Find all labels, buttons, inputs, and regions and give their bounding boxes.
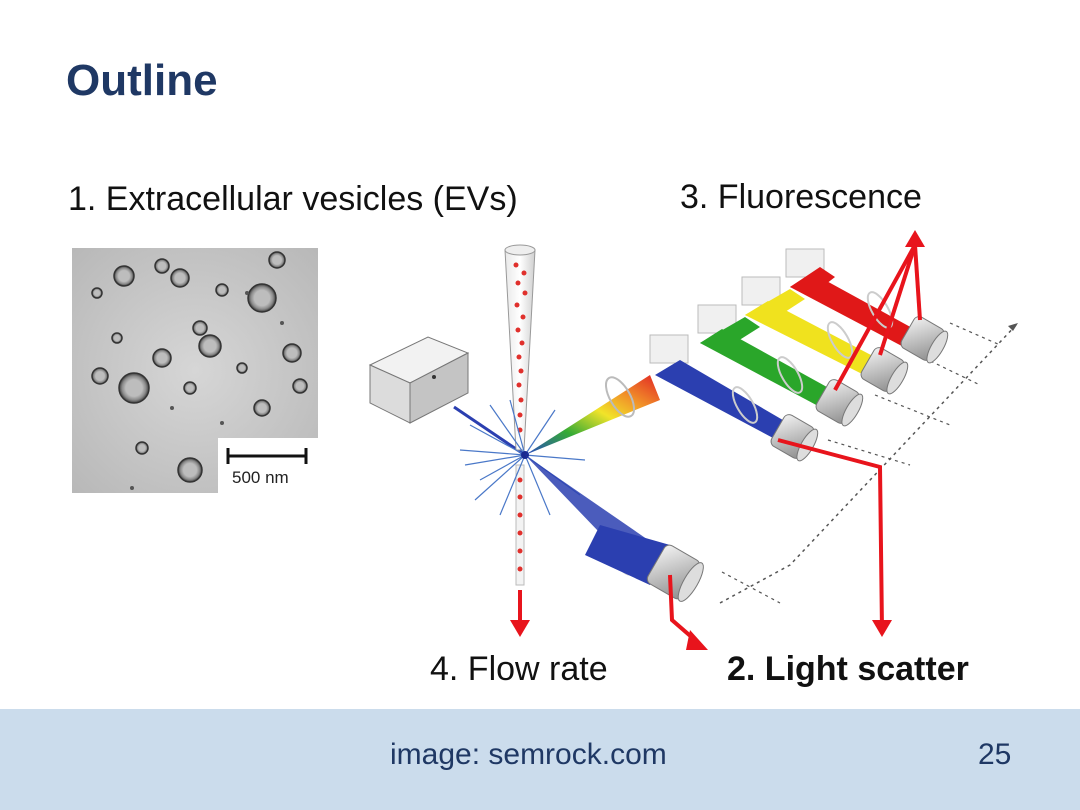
label-light-scatter: 2. Light scatter (727, 650, 969, 688)
arrowheads (510, 230, 925, 650)
scale-bar-label: 500 nm (232, 468, 289, 487)
scale-bar-box (218, 438, 318, 493)
image-credit: image: semrock.com (390, 738, 667, 771)
page-number: 25 (978, 738, 1012, 771)
label-fluorescence: 3. Fluorescence (680, 178, 922, 216)
flow-cytometer-illustration (368, 230, 1019, 650)
label-flow-rate: 4. Flow rate (430, 650, 608, 688)
sample-nozzle (504, 244, 536, 586)
label-extracellular-vesicles: 1. Extracellular vesicles (EVs) (68, 180, 518, 218)
slide-title: Outline (66, 56, 218, 105)
flow-cytometer-diagram (350, 225, 1050, 660)
laser-source (368, 336, 470, 424)
scale-bar (226, 448, 308, 464)
annotation-arrows (518, 244, 922, 642)
slide-footer (0, 709, 1080, 810)
detectors (646, 316, 949, 602)
